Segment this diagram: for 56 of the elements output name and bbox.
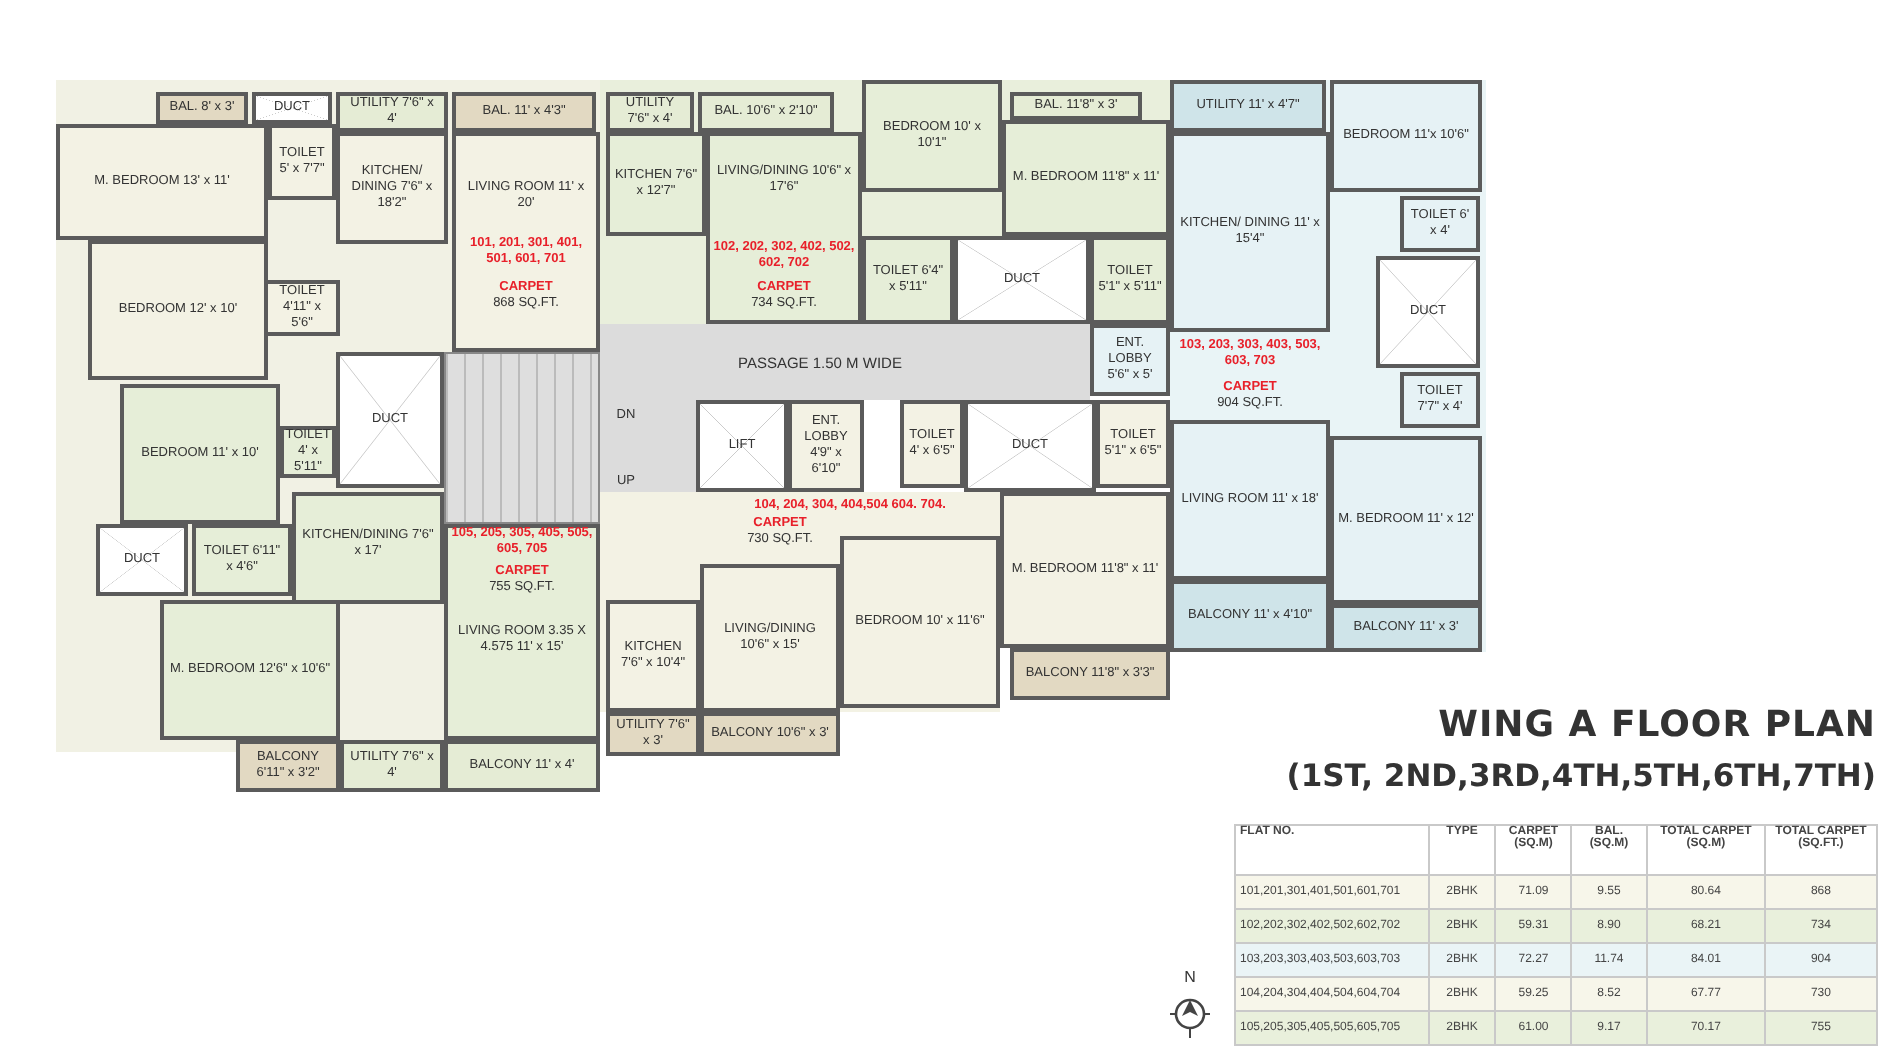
room-area — [606, 92, 694, 132]
shaft-area — [96, 524, 188, 596]
room-area — [1090, 236, 1170, 324]
room-area — [862, 236, 954, 324]
room-area — [700, 564, 840, 712]
shaft-area — [964, 400, 1096, 492]
room-area — [1090, 324, 1170, 396]
room-area — [264, 280, 340, 336]
floor-list-subtitle: (1ST, 2ND,3RD,4TH,5TH,6TH,7TH) — [1284, 758, 1876, 796]
room-area — [840, 536, 1000, 708]
shaft-area — [954, 236, 1090, 324]
room-area — [1000, 492, 1170, 648]
balcony-area — [1170, 80, 1326, 132]
room-area — [1400, 196, 1480, 252]
room-area — [698, 92, 834, 132]
room-area — [292, 492, 444, 604]
room-area — [336, 132, 448, 244]
room-area — [900, 400, 964, 488]
room-area — [1170, 420, 1330, 580]
balcony-area — [1330, 604, 1482, 652]
room-area — [606, 600, 700, 712]
shaft-area — [336, 352, 444, 488]
balcony-area — [700, 712, 840, 756]
room-area — [336, 92, 448, 132]
room-area — [606, 132, 706, 236]
room-area — [1330, 436, 1482, 604]
room-area — [1096, 400, 1170, 488]
balcony-area — [452, 92, 596, 132]
room-area — [1400, 372, 1480, 428]
room-area — [160, 600, 340, 740]
room-area — [56, 124, 268, 240]
room-area — [1170, 132, 1330, 332]
balcony-area — [156, 92, 248, 124]
shaft-area — [1376, 256, 1480, 368]
room-area — [1330, 80, 1482, 192]
plan-title: WING A FLOOR PLAN — [1436, 704, 1876, 746]
shaft-area — [696, 400, 788, 492]
balcony-area — [236, 740, 340, 792]
room-area — [340, 740, 444, 792]
balcony-area — [1010, 648, 1170, 700]
room-area — [444, 524, 600, 740]
room-area — [1002, 120, 1170, 236]
room-area — [452, 132, 600, 352]
north-label: N — [1182, 968, 1198, 988]
room-area — [268, 124, 336, 200]
room-area — [120, 384, 280, 524]
room-area — [706, 132, 862, 324]
shaft-area — [252, 92, 332, 124]
balcony-area — [1170, 580, 1330, 652]
room-area — [192, 524, 292, 596]
room-area — [862, 80, 1002, 192]
room-area — [88, 240, 268, 380]
balcony-area — [606, 712, 700, 756]
room-area — [1010, 92, 1142, 120]
room-area — [444, 740, 600, 792]
room-area — [788, 400, 864, 492]
